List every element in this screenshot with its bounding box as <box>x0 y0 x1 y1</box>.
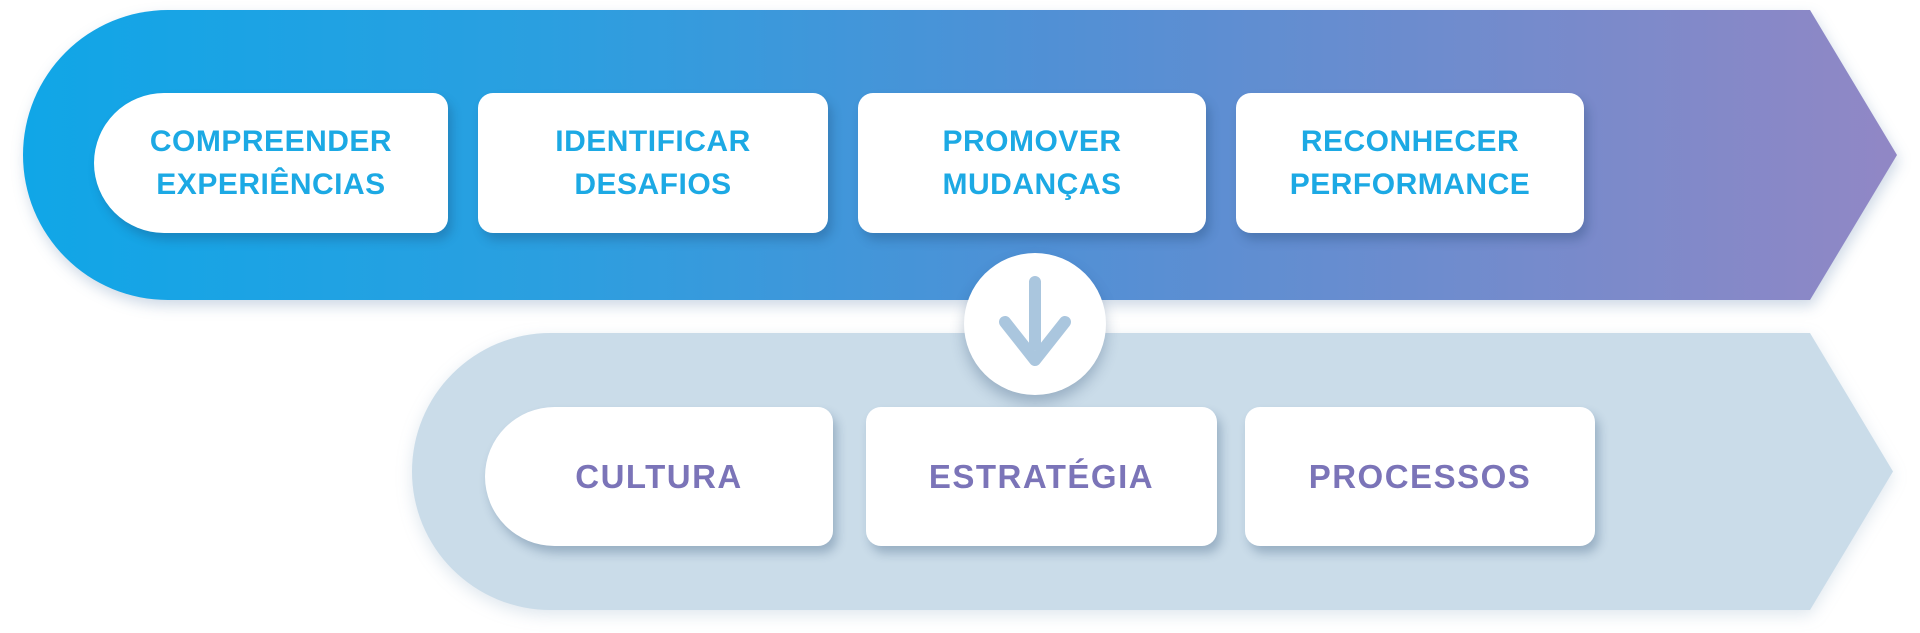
down-arrow-circle <box>964 253 1106 395</box>
step-label-line: PERFORMANCE <box>1289 168 1531 201</box>
bottom-step-card-processos: PROCESSOS <box>1245 407 1595 546</box>
step-label-line: MUDANÇAS <box>942 168 1122 201</box>
top-step-card-compreender-experiencias: COMPREENDER EXPERIÊNCIAS <box>94 93 448 233</box>
bottom-step-card-estrategia: ESTRATÉGIA <box>866 407 1217 546</box>
step-label: PROCESSOS <box>1308 457 1532 495</box>
step-label-line: PROMOVER <box>942 125 1122 158</box>
step-label: CULTURA <box>575 457 743 495</box>
step-label-line: RECONHECER <box>1300 125 1520 158</box>
down-arrow-icon <box>999 276 1071 366</box>
step-label-line: DESAFIOS <box>574 168 732 201</box>
bottom-step-card-cultura: CULTURA <box>485 407 833 546</box>
top-step-card-promover-mudancas: PROMOVER MUDANÇAS <box>858 93 1206 233</box>
step-label-line: IDENTIFICAR <box>555 125 751 158</box>
step-label-line: EXPERIÊNCIAS <box>156 168 386 201</box>
top-step-card-reconhecer-performance: RECONHECER PERFORMANCE <box>1236 93 1584 233</box>
step-label: ESTRATÉGIA <box>928 457 1155 495</box>
top-step-card-identificar-desafios: IDENTIFICAR DESAFIOS <box>478 93 828 233</box>
step-label-line: COMPREENDER <box>149 125 393 158</box>
